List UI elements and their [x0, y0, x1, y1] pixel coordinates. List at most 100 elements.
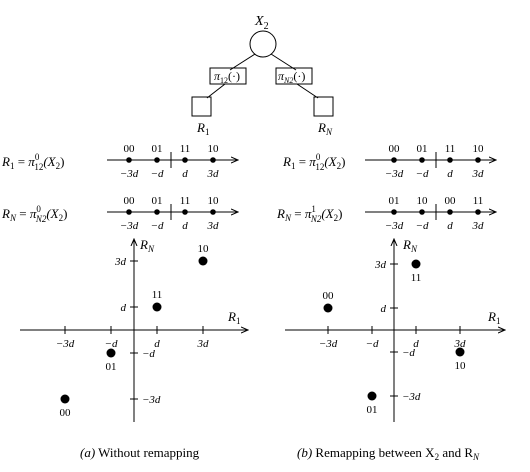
plot-a-point-label-11: 11: [152, 289, 163, 301]
plot-a-point-label-10: 10: [198, 243, 210, 255]
left-mapping-label: π12(·): [214, 69, 240, 85]
line-b2-point-1: [419, 209, 425, 215]
plot-a-x-tick-label-3: 3d: [197, 338, 210, 350]
plot-a-x-tick-label-2: d: [154, 338, 160, 350]
line-a2-code-0: 00: [124, 195, 136, 207]
plot-a-point-01: [106, 348, 116, 358]
plot-a-y-axis-label: RN: [139, 237, 155, 254]
plot-b-y-tick-label-0: 3d: [374, 259, 387, 271]
plot-b-x-tick-label-2: d: [413, 338, 419, 350]
plot-b-point-10: [455, 347, 465, 357]
plot-a-y-tick-label-0: 3d: [114, 256, 127, 268]
line-a2-value-0: −3d: [120, 220, 139, 232]
plot-a-point-label-01: 01: [106, 361, 117, 373]
line-b1-point-3: [475, 157, 481, 163]
plot-b-point-label-00: 00: [323, 290, 335, 302]
line-b2-point-3: [475, 209, 481, 215]
line-b2-code-0: 01: [389, 195, 400, 207]
left-leaf-node: [191, 96, 212, 117]
line-b1-value-3: 3d: [472, 168, 485, 180]
plot-b-y-tick-label-2: −d: [402, 347, 415, 359]
line-b2-value-3: 3d: [472, 220, 485, 232]
line-a2-value-3: 3d: [207, 220, 220, 232]
mapping-tree: X2 π12(·) πN2(·) R1 RN: [191, 14, 334, 137]
plot-b-point-label-10: 10: [455, 360, 467, 372]
line-b2-point-0: [391, 209, 397, 215]
plot-b-x-tick-label-1: −d: [366, 338, 379, 350]
plot-a-x-axis-label: R1: [227, 309, 240, 326]
line-b1-code-0: 00: [389, 143, 401, 155]
root-node: [249, 30, 277, 58]
plot-b-x-axis-label: R1: [487, 309, 500, 326]
plot-b-y-axis-label: RN: [402, 237, 418, 254]
line-a1-code-2: 11: [180, 143, 191, 155]
plot-a-y-tick-label-3: −3d: [142, 394, 161, 406]
plot-a-y-tick-label-1: d: [121, 302, 127, 314]
line-a1-value-1: −d: [151, 168, 164, 180]
edge-left-leaf: [206, 83, 226, 99]
plot-b-point-00: [323, 303, 333, 313]
line-b2-point-2: [447, 209, 453, 215]
line-a2-value-1: −d: [151, 220, 164, 232]
line-b1-value-2: d: [447, 168, 453, 180]
line-a1-point-3: [210, 157, 216, 163]
right-leaf-node: [313, 96, 334, 117]
plot-b-point-01: [367, 391, 377, 401]
line-b2-code-1: 10: [417, 195, 429, 207]
line-a2-point-0: [126, 209, 132, 215]
line-a1-code-3: 10: [208, 143, 220, 155]
plot-a-y-tick-label-2: −d: [142, 348, 155, 360]
line-a2-code-1: 01: [152, 195, 163, 207]
plot-a-point-00: [60, 394, 70, 404]
plot-b-y-tick-label-1: d: [381, 303, 387, 315]
line-a1-point-2: [182, 157, 188, 163]
line-a2-code-2: 11: [180, 195, 191, 207]
line-b2-code-3: 11: [473, 195, 484, 207]
right-mapping-label: πN2(·): [278, 69, 305, 85]
line-a1-code-1: 01: [152, 143, 163, 155]
line-a2-code-3: 10: [208, 195, 220, 207]
plot-a-point-10: [198, 256, 208, 266]
plot-a-x-tick-label-1: −d: [105, 338, 118, 350]
line-a1-value-2: d: [182, 168, 188, 180]
line-a2-point-1: [154, 209, 160, 215]
line-b2-value-2: d: [447, 220, 453, 232]
line-b2-value-1: −d: [416, 220, 429, 232]
plot-b-y-tick-label-3: −3d: [402, 391, 421, 403]
right-leaf-label: RN: [317, 120, 333, 137]
plot-a-x-tick-label-0: −3d: [56, 338, 75, 350]
line-b1-point-2: [447, 157, 453, 163]
line-b2-value-0: −3d: [385, 220, 404, 232]
line-a1-value-3: 3d: [207, 168, 220, 180]
line-a2-value-2: d: [182, 220, 188, 232]
line-b1-code-1: 01: [417, 143, 428, 155]
root-label: X2: [254, 14, 269, 32]
line-b1-value-1: −d: [416, 168, 429, 180]
line-a2-point-2: [182, 209, 188, 215]
plot-a-point-11: [152, 302, 162, 312]
line-a1-point-0: [126, 157, 132, 163]
plot-a-point-label-00: 00: [60, 407, 72, 419]
right-mapping-box: [275, 67, 313, 85]
line-a1-point-1: [154, 157, 160, 163]
plot-b-x-tick-label-3: 3d: [454, 338, 467, 350]
line-b1-point-0: [391, 157, 397, 163]
line-b1-code-2: 11: [445, 143, 456, 155]
left-mapping-box: [209, 67, 247, 85]
plot-b-point-label-11: 11: [411, 272, 422, 284]
line-b1-value-0: −3d: [385, 168, 404, 180]
line-b1-point-1: [419, 157, 425, 163]
edge-right-leaf: [296, 83, 319, 99]
line-b1-code-3: 10: [473, 143, 485, 155]
caption-b: (b) Remapping between X2 and RN: [297, 445, 480, 462]
line-a1-value-0: −3d: [120, 168, 139, 180]
plot-b-x-tick-label-0: −3d: [319, 338, 338, 350]
line-a1-code-0: 00: [124, 143, 136, 155]
